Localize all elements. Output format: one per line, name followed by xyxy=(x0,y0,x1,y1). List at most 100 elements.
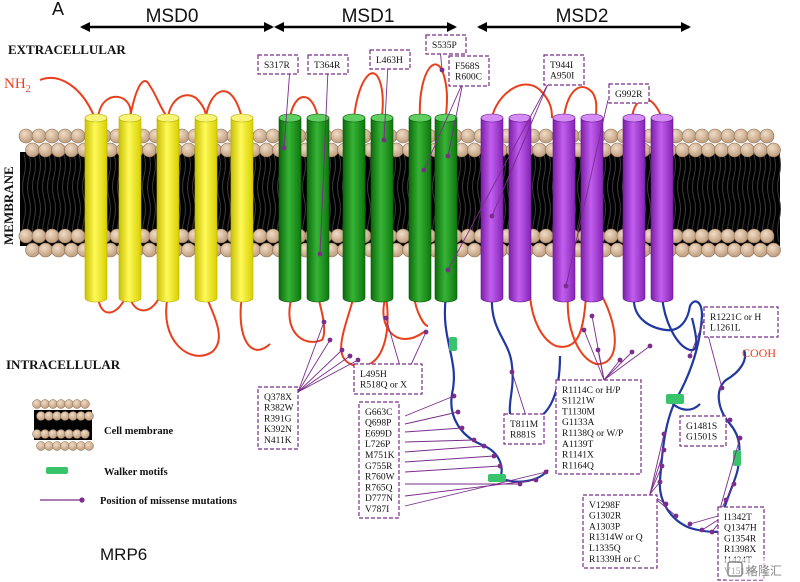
legend-walker-label: Walker motifs xyxy=(104,467,168,478)
mutation-label: L495H xyxy=(360,370,387,380)
watermark-logo-icon xyxy=(727,561,743,577)
helix-msd0-4 xyxy=(194,113,218,303)
zone-label-membrane: MEMBRANE xyxy=(1,166,16,245)
helix-msd1-1 xyxy=(278,113,302,303)
mutation-label: R1314W or Q xyxy=(589,533,643,543)
mutation-box-s317r: S317R xyxy=(257,54,299,75)
mutation-label: A1303P xyxy=(589,522,620,532)
transmembrane-helices xyxy=(84,113,674,303)
mutation-label: A950I xyxy=(550,72,574,82)
n-terminus-label: NH2 xyxy=(4,76,31,95)
helix-msd1-4 xyxy=(370,113,394,303)
mutation-label: I1342T xyxy=(724,513,752,523)
helix-msd1-3 xyxy=(342,113,366,303)
helix-msd2-4 xyxy=(580,113,604,303)
zone-label-intracellular: INTRACELLULAR xyxy=(6,357,121,372)
mutation-label: R1221C or H xyxy=(710,313,761,323)
mutation-label: E699D xyxy=(365,429,392,439)
helix-msd0-3 xyxy=(156,113,180,303)
c-terminus-label: COOH xyxy=(742,346,776,360)
legend-mutation-dot xyxy=(79,497,85,503)
helix-msd0-1 xyxy=(84,113,108,303)
mutation-label: G1481S xyxy=(686,422,717,432)
mutation-label: T811M xyxy=(510,420,539,430)
mutation-label: R518Q or X xyxy=(360,381,407,391)
helix-msd2-5 xyxy=(622,113,646,303)
mutation-box-s535p: S535P xyxy=(425,34,467,55)
mutation-label: R1164Q xyxy=(562,461,594,471)
mutation-label: F568S xyxy=(455,62,480,72)
mutation-label: R1398X xyxy=(724,545,756,555)
mutation-label: Q378X xyxy=(264,393,292,403)
helix-msd1-2 xyxy=(306,113,330,303)
panel-letter: A xyxy=(52,0,64,19)
mutation-label: R600C xyxy=(455,73,482,83)
mutation-label: G755R xyxy=(365,462,393,472)
helix-msd2-1 xyxy=(480,113,504,303)
mutation-label: A1139T xyxy=(562,440,594,450)
mutation-label: S1121W xyxy=(562,397,595,407)
legend: Cell membrane Walker motifs Position of … xyxy=(32,399,237,507)
mutation-label: L463H xyxy=(376,56,403,66)
walker-motifs xyxy=(449,337,741,482)
walker-motif-3 xyxy=(666,394,684,404)
domain-label-msd1: MSD1 xyxy=(342,6,395,27)
mutation-label: L726P xyxy=(365,440,390,450)
domain-arrows xyxy=(80,22,691,32)
watermark-text: 格隆汇 xyxy=(746,563,782,578)
mutation-label: R382W xyxy=(264,404,294,414)
mutation-label: D777N xyxy=(365,494,393,504)
legend-walker-swatch xyxy=(46,467,68,474)
mutation-label: L1335Q xyxy=(589,544,621,554)
helix-msd0-2 xyxy=(118,113,142,303)
mutation-label: K392N xyxy=(264,425,292,435)
mutation-label: S535P xyxy=(432,41,457,51)
mutation-box-l463h: L463H xyxy=(369,49,411,70)
mutation-box-t364r: T364R xyxy=(307,54,349,75)
mutation-label: R1114C or H/P xyxy=(562,386,620,396)
mutation-label: V1298F xyxy=(589,501,620,511)
mutation-label: T1130M xyxy=(562,407,595,417)
zone-label-extracellular: EXTRACELLULAR xyxy=(8,42,126,57)
mutation-label: V787I xyxy=(365,505,389,515)
mutation-label: N411K xyxy=(264,436,292,446)
mutation-label: R391G xyxy=(264,414,292,424)
n-terminal-tail xyxy=(39,77,95,117)
domain-label-msd0: MSD0 xyxy=(146,6,199,27)
mutation-label: R1138Q or W/P xyxy=(562,429,623,439)
mutation-label: T944I xyxy=(550,61,573,71)
helix-msd2-6 xyxy=(650,113,674,303)
watermark: 格隆汇 xyxy=(724,558,798,580)
mutation-label: R765Q xyxy=(365,483,393,493)
walker-motif-2 xyxy=(488,474,506,482)
mutation-label: R760W xyxy=(365,473,395,483)
mutation-label: G663C xyxy=(365,408,392,418)
mutation-label: L1261L xyxy=(710,324,741,334)
legend-membrane-label: Cell membrane xyxy=(104,426,173,437)
protein-name: MRP6 xyxy=(100,545,147,564)
mutation-label: S317R xyxy=(264,61,291,71)
mutation-label: G1354R xyxy=(724,534,757,544)
mutation-label: R1339H or C xyxy=(589,555,640,565)
mutation-label: G1501S xyxy=(686,433,717,443)
legend-membrane-swatch xyxy=(32,399,94,451)
walker-motif-1 xyxy=(449,337,457,351)
legend-mutation-label: Position of missense mutations xyxy=(100,496,237,507)
mutation-label: R1141X xyxy=(562,451,594,461)
mutation-box-g663c: G663CQ698PE699DL726PM751KG755RR760WR765Q… xyxy=(358,401,400,519)
helix-msd2-2 xyxy=(508,113,532,303)
mutation-label: R881S xyxy=(510,431,536,441)
helix-msd2-3 xyxy=(552,113,576,303)
helix-msd1-6 xyxy=(434,113,458,303)
mutation-label: G1133A xyxy=(562,418,595,428)
mutation-label: Q698P xyxy=(365,419,391,429)
mutation-label: G1302R xyxy=(589,512,622,522)
domain-label-msd2: MSD2 xyxy=(556,6,609,27)
